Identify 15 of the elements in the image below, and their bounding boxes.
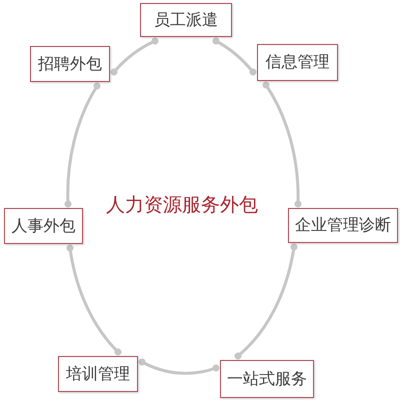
process-box: 人事外包 (4, 208, 83, 244)
process-box: 培训管理 (58, 356, 138, 392)
connector-line (212, 38, 256, 76)
process-box: 企业管理诊断 (288, 208, 398, 243)
connector-line (234, 244, 298, 360)
process-box: 信息管理 (257, 44, 338, 81)
connector-line (138, 358, 220, 375)
connector-line (110, 38, 158, 76)
connector-line (64, 82, 100, 208)
process-box: 一站式服务 (220, 360, 314, 398)
connector-line (262, 82, 302, 208)
diagram-title: 人力资源服务外包 (106, 193, 258, 218)
process-box: 招聘外包 (30, 46, 110, 82)
process-box: 员工派遣 (140, 3, 232, 37)
connector-line (66, 244, 122, 356)
